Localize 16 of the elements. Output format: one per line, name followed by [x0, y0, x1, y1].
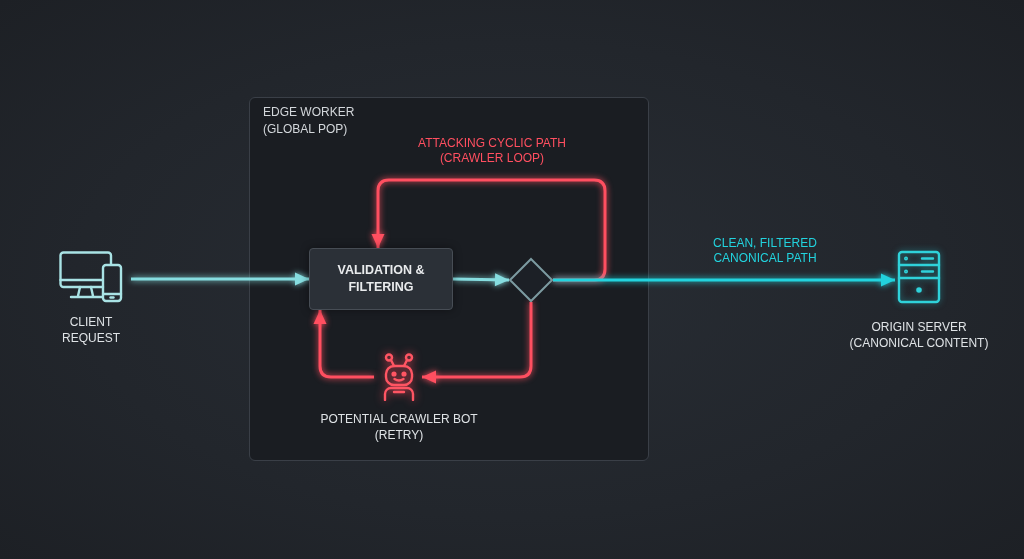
decision-diamond: [509, 258, 553, 302]
arrow: [452, 273, 510, 287]
process-box: [309, 248, 453, 310]
edge-worker-panel: [249, 97, 649, 461]
arrow: [371, 178, 607, 282]
node-caption: POTENTIAL CRAWLER BOT (RETRY): [319, 411, 479, 443]
arrow: [422, 302, 533, 384]
node-caption: ORIGIN SERVER (CANONICAL CONTENT): [848, 319, 990, 351]
arrow: [553, 273, 895, 287]
panel-title: EDGE WORKER (GLOBAL POP): [263, 104, 356, 138]
arrow: [313, 310, 374, 379]
arrow: [131, 272, 309, 286]
process-label: VALIDATION & FILTERING: [336, 262, 426, 296]
node-caption: CLIENT REQUEST: [61, 314, 121, 346]
edge-label: CLEAN, FILTERED CANONICAL PATH: [712, 236, 818, 266]
edge-label: ATTACKING CYCLIC PATH (CRAWLER LOOP): [417, 136, 567, 166]
